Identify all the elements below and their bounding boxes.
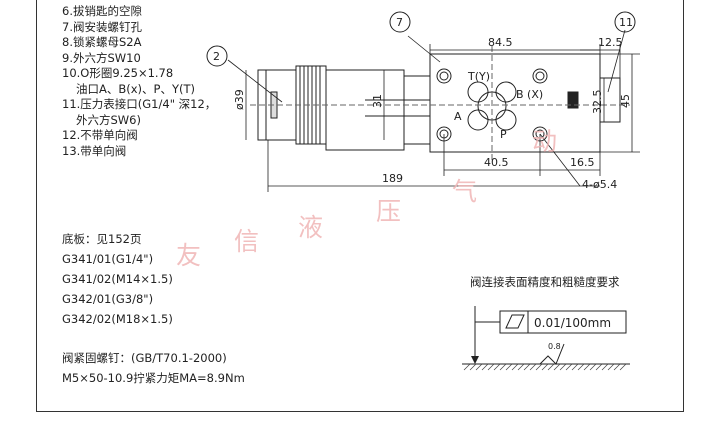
watermark-char: 友 <box>176 241 201 270</box>
center-lines <box>250 46 630 160</box>
legend-item: 6.拔销匙的空隙 <box>62 4 142 18</box>
dim-84-5: 84.5 <box>488 36 513 49</box>
legend-item: 8.锁紧螺母S2A <box>62 35 142 49</box>
dim-16-5: 16.5 <box>570 156 595 169</box>
surface-title: 阀连接表面精度和粗糙度要求 <box>470 275 620 289</box>
flatness-icon <box>505 314 525 329</box>
legend-item: 13.带单向阀 <box>62 143 127 158</box>
dim-45: 45 <box>619 94 632 108</box>
parts-legend: 6.拔销匙的空隙 7.阀安装螺钉孔 8.锁紧螺母S2A 9.外六方SW10 10… <box>62 4 262 159</box>
baseplate-item: G342/01(G3/8") <box>62 292 154 306</box>
baseplate-title: 底板：见152页 <box>62 232 142 246</box>
callout-label-7: 7 <box>396 16 403 29</box>
callout-7 <box>389 11 411 33</box>
legend-item: 9.外六方SW10 <box>62 50 141 65</box>
flatness-value: 0.01/100mm <box>534 316 611 330</box>
dim-holes: 4-ø5.4 <box>582 178 617 191</box>
dim-40-5: 40.5 <box>484 156 509 169</box>
callout-label-11: 11 <box>619 16 633 29</box>
port-label-t: T(Y) <box>467 70 490 83</box>
baseplate-item: G341/02(M14×1.5) <box>62 272 173 286</box>
watermark-char: 动 <box>532 127 557 156</box>
fastener-info: 阀紧固螺钉：(GB/T70.1-2000) M5×50-10.9拧紧力矩MA=8… <box>62 348 322 388</box>
dim-12-5: 12.5 <box>598 36 623 49</box>
watermark-char: 液 <box>298 213 323 242</box>
watermark: 友 信 液 压 气 动 <box>176 127 557 270</box>
drawing-frame <box>36 0 684 412</box>
legend-item: 油口A、B(x)、P、Y(T) <box>76 81 195 96</box>
baseplate-item: G342/02(M18×1.5) <box>62 312 173 326</box>
watermark-char: 压 <box>376 197 401 226</box>
callout-label-2: 2 <box>213 50 220 63</box>
legend-item: 7.阀安装螺钉孔 <box>62 19 142 34</box>
baseplate-item: G341/01(G1/4") <box>62 252 154 266</box>
roughness-icon <box>539 343 565 365</box>
legend-item: 12.不带单向阀 <box>62 128 138 142</box>
dim-189: 189 <box>382 172 403 185</box>
port-holes <box>436 68 579 142</box>
roughness-value: 0.8 <box>548 342 561 351</box>
dim-32-5: 32.5 <box>591 90 604 115</box>
port-label-p: P <box>500 128 507 141</box>
valve-body <box>325 53 621 153</box>
watermark-char: 气 <box>452 177 477 206</box>
watermark-char: 信 <box>234 227 259 256</box>
fastener-title: 阀紧固螺钉：(GB/T70.1-2000) <box>62 351 227 365</box>
callout-11 <box>614 11 636 33</box>
legend-item: 11.压力表接口(G1/4" 深12， <box>62 97 217 111</box>
callout-2 <box>206 45 228 67</box>
port-label-a: A <box>454 110 462 123</box>
port-label-b: B (X) <box>516 88 543 101</box>
fastener-spec: M5×50-10.9拧紧力矩MA=8.9Nm <box>62 371 245 385</box>
surface-requirement: 阀连接表面精度和粗糙度要求 0.01/100mm 0.8 <box>462 275 630 371</box>
baseplate-info: 底板：见152页 G341/01(G1/4") G341/02(M14×1.5)… <box>62 229 292 329</box>
dimension-lines <box>227 29 640 192</box>
dim-31: 31 <box>371 94 384 108</box>
legend-item: 外六方SW6) <box>76 112 141 127</box>
legend-item: 10.O形圈9.25×1.78 <box>62 66 174 80</box>
dim-39: ø39 <box>233 89 246 110</box>
